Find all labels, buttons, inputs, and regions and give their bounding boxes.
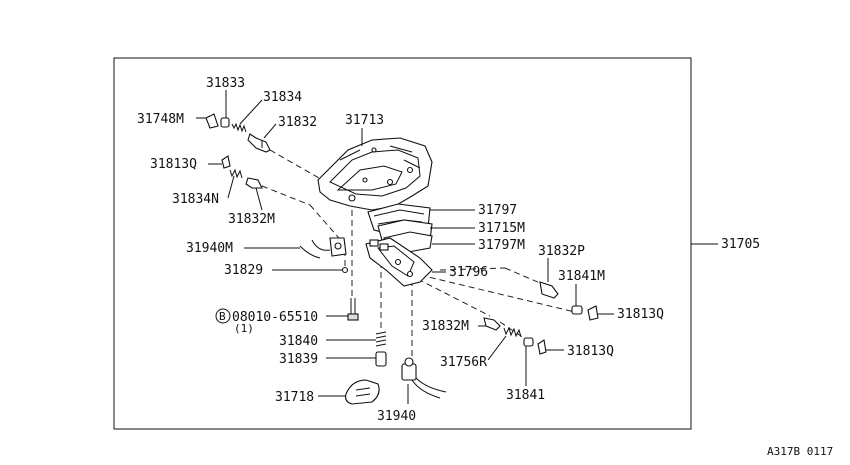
callout-31841m[interactable]: 31841M (558, 269, 605, 284)
lower-valve-body (365, 237, 433, 287)
part-31832m-valve-a (245, 177, 263, 189)
part-bolt (347, 298, 359, 321)
part-31841-plug (523, 337, 534, 347)
diagram-code: A317B 0117 (767, 445, 833, 458)
callout-31834n[interactable]: 31834N (172, 192, 219, 207)
part-31840-spring (375, 331, 387, 347)
part-31832m-valve-b (483, 317, 501, 331)
part-31813q-clip-b (587, 305, 599, 321)
bolt-symbol: B (219, 310, 226, 323)
upper-valve-body (317, 137, 433, 211)
part-31832-valve (247, 133, 271, 153)
callout-31832m-b[interactable]: 31832M (422, 319, 469, 334)
part-31834n-spring (229, 168, 243, 179)
callout-31829[interactable]: 31829 (224, 263, 263, 278)
leader-lines (196, 90, 614, 404)
callout-31832p[interactable]: 31832P (538, 244, 585, 259)
bolt-quantity: (1) (234, 322, 254, 335)
callout-31713[interactable]: 31713 (345, 113, 384, 128)
part-31756r-spring (503, 326, 522, 338)
callout-31756r[interactable]: 31756R (440, 355, 487, 370)
part-31829-ball (341, 266, 349, 274)
callout-31813q-a[interactable]: 31813Q (150, 157, 197, 172)
callout-31839[interactable]: 31839 (279, 352, 318, 367)
part-31839-piston (375, 351, 387, 367)
callout-31940[interactable]: 31940 (377, 409, 416, 424)
callout-31832[interactable]: 31832 (278, 115, 317, 130)
callout-31705[interactable]: 31705 (721, 237, 760, 252)
callout-31813q-b[interactable]: 31813Q (617, 307, 664, 322)
part-31940-solenoid (401, 357, 447, 399)
callout-31748m[interactable]: 31748M (137, 112, 184, 127)
callout-31813q-c[interactable]: 31813Q (567, 344, 614, 359)
callout-31718[interactable]: 31718 (275, 390, 314, 405)
callout-31940m[interactable]: 31940M (186, 241, 233, 256)
callout-31796[interactable]: 31796 (449, 265, 488, 280)
part-31748m-clip (205, 113, 219, 129)
part-31813q-clip-c (537, 339, 547, 355)
callout-08010-65510[interactable]: 08010-65510 (232, 310, 318, 325)
callout-31833[interactable]: 31833 (206, 76, 245, 91)
part-31813q-clip-a (221, 155, 231, 169)
part-31718-strainer (345, 379, 380, 405)
part-31834-spring (231, 122, 247, 133)
bolt-symbol-circle (215, 308, 231, 324)
part-31841m-plug (571, 305, 583, 315)
part-31940m-solenoid (299, 237, 347, 259)
callout-31834[interactable]: 31834 (263, 90, 302, 105)
callout-31840[interactable]: 31840 (279, 334, 318, 349)
part-31832p-valve (539, 281, 559, 299)
callout-31832m-a[interactable]: 31832M (228, 212, 275, 227)
part-31833-plug (220, 117, 230, 128)
callout-31715m[interactable]: 31715M (478, 221, 525, 236)
callout-31841[interactable]: 31841 (506, 388, 545, 403)
callout-31797[interactable]: 31797 (478, 203, 517, 218)
callout-31797m[interactable]: 31797M (478, 238, 525, 253)
